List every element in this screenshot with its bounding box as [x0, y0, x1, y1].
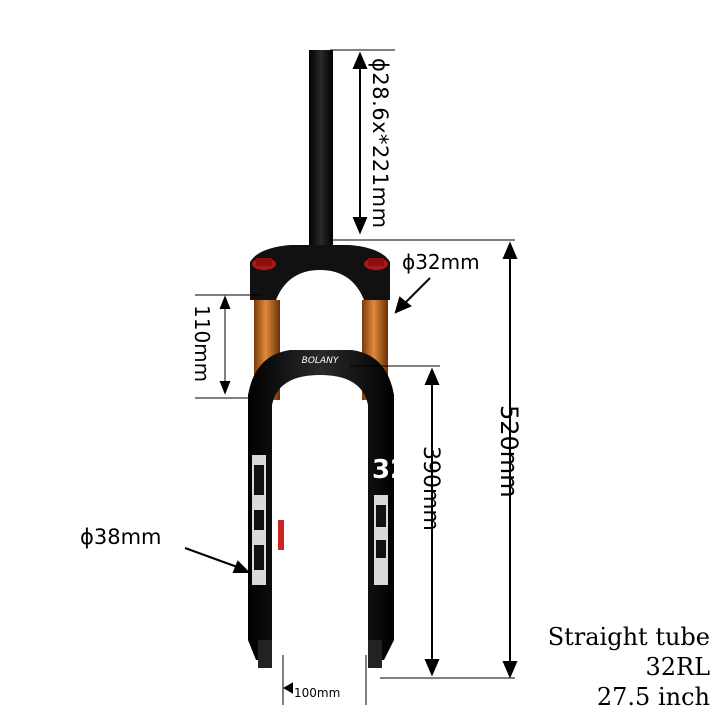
spec-summary: Straight tube 32RL 27.5 inch: [548, 622, 710, 712]
stanchion-diameter-label: ϕ38mm: [80, 525, 162, 549]
axle-to-crown-label: 390mm: [418, 446, 443, 531]
crown-diameter-label: ϕ32mm: [402, 250, 480, 274]
dimension-lines: [184, 49, 518, 705]
left-leg-graphic: [252, 455, 284, 585]
steerer-dimension-label: ϕ28.6x*221mm: [368, 58, 392, 229]
steerer-tube: [309, 50, 333, 250]
lower-leg-assembly: [248, 350, 394, 660]
preload-knob: [252, 258, 276, 270]
right-dropout: [368, 640, 382, 668]
model-text: 32RL: [645, 653, 710, 681]
wheel-size-text: 27.5 inch: [596, 683, 710, 711]
dropout-spacing-label: 100mm: [294, 686, 341, 700]
total-length-label: 520mm: [495, 405, 523, 498]
tube-type-text: Straight tube: [547, 623, 710, 651]
right-leg-graphic: 32: [372, 455, 408, 585]
lockout-knob: [364, 258, 388, 270]
fork-crown: [250, 245, 390, 300]
left-dropout: [258, 640, 272, 668]
arch-logo: BOLANY: [302, 356, 340, 366]
travel-dimension-label: 110mm: [190, 305, 214, 383]
leg-number: 32: [372, 455, 408, 485]
